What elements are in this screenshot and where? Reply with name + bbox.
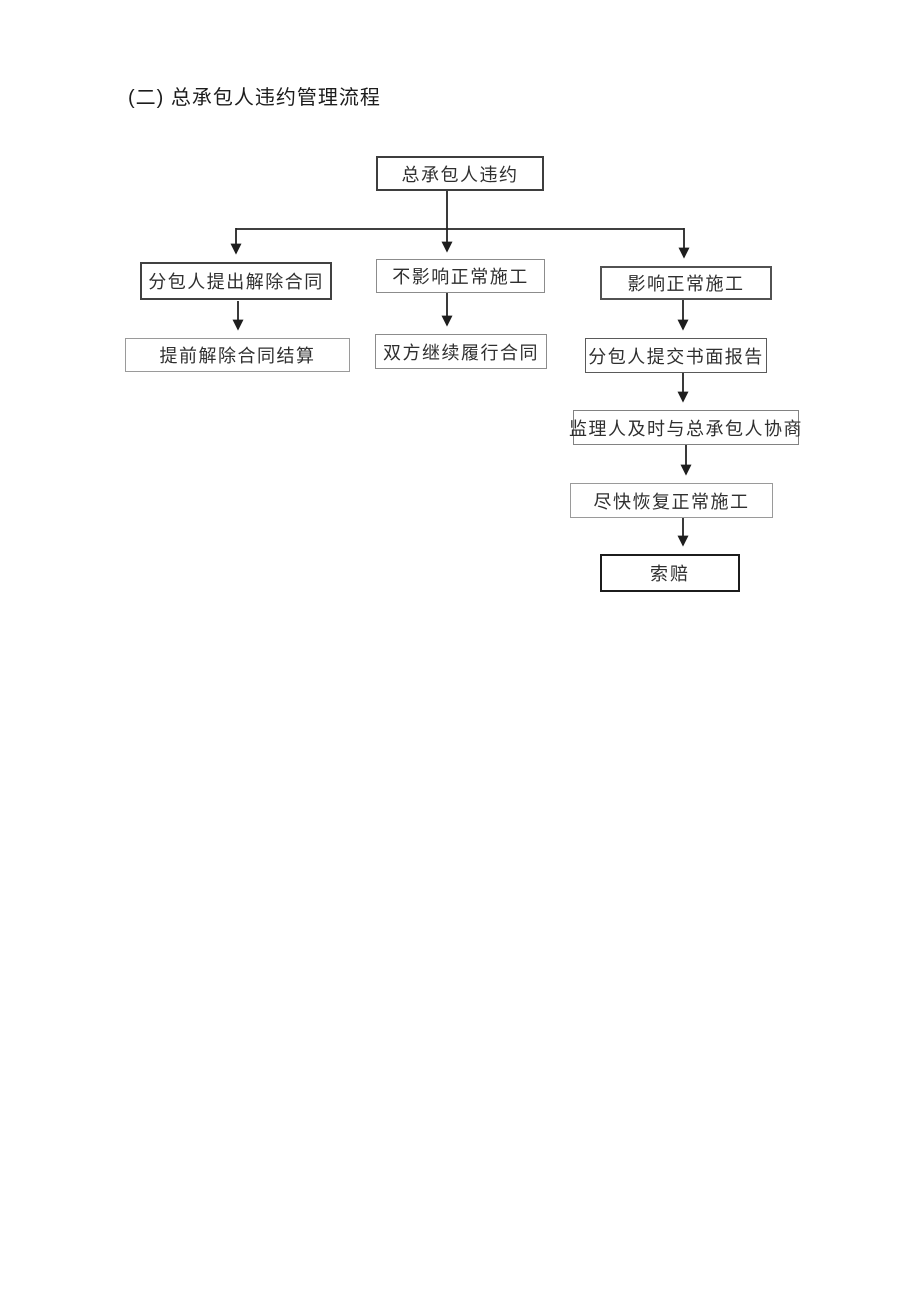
flow-node-subcontractor-proposes-termination: 分包人提出解除合同 [140, 262, 332, 300]
section-title: (二) 总承包人违约管理流程 [128, 87, 381, 109]
flow-node-early-termination-settlement: 提前解除合同结算 [125, 338, 350, 372]
flow-node-resume-normal-construction: 尽快恢复正常施工 [570, 483, 773, 518]
flow-node-supervisor-negotiates-with-contractor: 监理人及时与总承包人协商 [569, 410, 802, 445]
flow-node-subcontractor-submits-written-report: 分包人提交书面报告 [585, 338, 767, 373]
flow-node-no-impact-on-construction: 不影响正常施工 [376, 259, 545, 293]
flow-node-both-parties-continue-contract: 双方继续履行合同 [375, 334, 547, 369]
flow-node-general-contractor-breach: 总承包人违约 [376, 156, 544, 191]
flow-node-impacts-construction: 影响正常施工 [600, 266, 772, 300]
flow-node-claim: 索赔 [600, 554, 740, 592]
